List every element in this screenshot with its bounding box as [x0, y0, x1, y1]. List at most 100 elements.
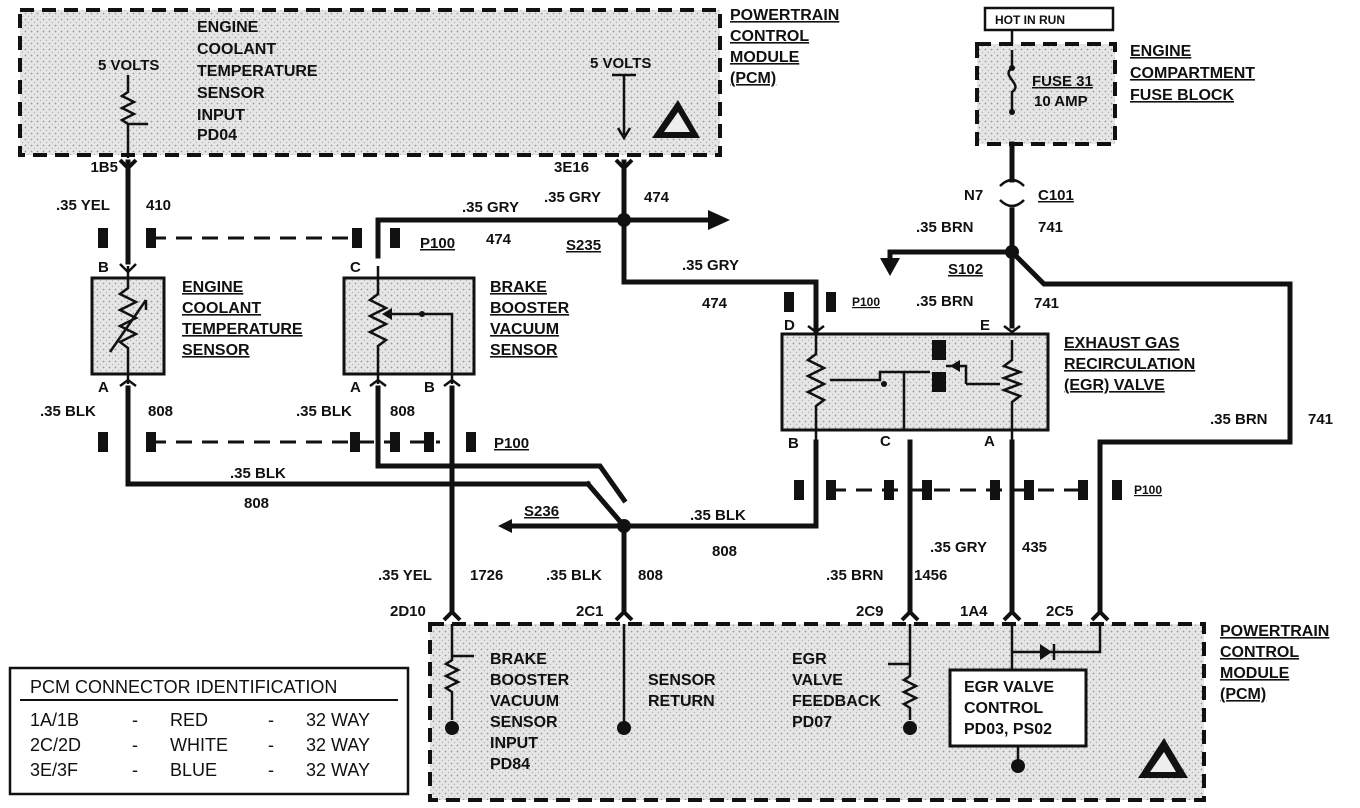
wire-1726-number: 1726: [470, 567, 503, 584]
pcm-bottom-title-2: CONTROL: [1220, 644, 1299, 661]
potentiometer-icon: [367, 266, 389, 384]
splice-s236: [617, 519, 631, 533]
connector-row-sep: -: [268, 710, 274, 730]
wire-808-number-b: 808: [390, 403, 415, 420]
egr-feedback-line-4: PD07: [792, 714, 832, 731]
pcm-top-title-4: (PCM): [730, 70, 776, 87]
ect-input-line-2: COOLANT: [197, 41, 276, 58]
pcm-pin-1b5: 1B5: [90, 159, 118, 176]
wire-808-color-d: .35 BLK: [690, 507, 746, 524]
c101-label: C101: [1038, 187, 1074, 204]
bbv-input-line-3: VACUUM: [490, 693, 559, 710]
egr-title-2: RECIRCULATION: [1064, 356, 1195, 373]
bbv-pin-b: B: [424, 379, 435, 396]
wire-474-number-c: 474: [702, 295, 728, 312]
egr-pin-e: E: [980, 317, 990, 334]
ect-pin-a: A: [98, 379, 109, 396]
ect-input-line-3: TEMPERATURE: [197, 63, 318, 80]
pcm-top-title-1: POWERTRAIN: [730, 7, 839, 24]
pcm-top-title-2: CONTROL: [730, 28, 809, 45]
ect-input-line-6: PD04: [197, 127, 237, 144]
connector-row-ways: 32 WAY: [306, 735, 370, 755]
continues-arrow-icon: [708, 210, 730, 230]
wire-1456-number: 1456: [914, 567, 947, 584]
wire-741-color-b: .35 BRN: [916, 293, 974, 310]
ect-title-1: ENGINE: [182, 279, 244, 296]
fuse-block-title-1: ENGINE: [1130, 43, 1192, 60]
connector-row-color: BLUE: [170, 760, 217, 780]
egr-pin-a: A: [984, 433, 995, 450]
wire-435-number: 435: [1022, 539, 1047, 556]
wire-474-number-a: 474: [644, 189, 670, 206]
pcm-top-title-3: MODULE: [730, 49, 800, 66]
pcm-pin-2c1: 2C1: [576, 603, 604, 620]
egr-pin-b: B: [788, 435, 799, 452]
sensor-return-line-1: SENSOR: [648, 672, 716, 689]
pcm-bottom-title-3: MODULE: [1220, 665, 1290, 682]
s102-label: S102: [948, 261, 983, 278]
wire-741-color-c: .35 BRN: [1210, 411, 1268, 428]
egr-position-sensor-icon: [805, 334, 827, 440]
connector-row-color: WHITE: [170, 735, 228, 755]
c101-connector: N7 C101: [964, 178, 1074, 208]
wire-474-number-b: 474: [486, 231, 512, 248]
connector-row-ways: 32 WAY: [306, 710, 370, 730]
egr-control-line-3: PD03, PS02: [964, 721, 1052, 738]
connector-row-sep: -: [268, 760, 274, 780]
wire-741-number-c: 741: [1308, 411, 1333, 428]
bbv-pin-a: A: [350, 379, 361, 396]
hot-in-run-label: HOT IN RUN: [995, 13, 1065, 27]
wire-741-color-a: .35 BRN: [916, 219, 974, 236]
wire-808-color-c: .35 BLK: [230, 465, 286, 482]
fuse-number: FUSE 31: [1032, 73, 1093, 90]
egr-title-3: (EGR) VALVE: [1064, 377, 1165, 394]
splice-s235: [617, 213, 631, 227]
connector-p100-lines: P100 P100 P100 P100: [98, 228, 1162, 500]
pcm-top-5v-right: 5 VOLTS: [590, 55, 651, 72]
pin-terminals: [118, 158, 1110, 622]
bbv-title-3: VACUUM: [490, 321, 559, 338]
connector-row-id: 3E/3F: [30, 760, 78, 780]
pcm-bottom-title-4: (PCM): [1220, 686, 1266, 703]
egr-valve: D E B C A: [780, 317, 1050, 452]
wire-808-number-c: 808: [244, 495, 269, 512]
connector-row-ways: 32 WAY: [306, 760, 370, 780]
pcm-pin-2c5: 2C5: [1046, 603, 1074, 620]
pcm-pin-2d10: 2D10: [390, 603, 426, 620]
down-arrow-icon: [880, 258, 900, 276]
ect-sensor: B A: [90, 259, 166, 396]
connector-row-2: 2C/2D - WHITE - 32 WAY: [30, 735, 370, 755]
connector-row-id: 1A/1B: [30, 710, 79, 730]
pcm-pullup-resistor-icon: [119, 75, 137, 140]
bbv-pin-c: C: [350, 259, 361, 276]
wire-741-number-a: 741: [1038, 219, 1063, 236]
egr-pin-c: C: [880, 433, 891, 450]
egr-feedback-line-2: VALVE: [792, 672, 843, 689]
wire-435-color: .35 GRY: [930, 539, 987, 556]
connector-row-id: 2C/2D: [30, 735, 81, 755]
egr-control-line-1: EGR VALVE: [964, 679, 1054, 696]
p100-label-d: P100: [1134, 483, 1162, 497]
p100-label-a: P100: [420, 235, 455, 252]
connector-row-1: 1A/1B - RED - 32 WAY: [30, 710, 370, 730]
bbv-title-1: BRAKE: [490, 279, 547, 296]
bbv-sensor: C A B: [342, 259, 476, 396]
fuse-block: HOT IN RUN FUSE 31 10 AMP: [975, 6, 1117, 146]
connector-row-sep: -: [132, 710, 138, 730]
fuse-block-title-3: FUSE BLOCK: [1130, 87, 1234, 104]
wire-labels: 1B5 3E16 .35 YEL 410 .35 GRY 474 .35 GRY…: [40, 159, 1333, 620]
bbv-title-2: BOOSTER: [490, 300, 570, 317]
wire-1726-color: .35 YEL: [378, 567, 432, 584]
ect-title-4: SENSOR: [182, 342, 250, 359]
ground-icon: [1011, 759, 1025, 773]
s235-label: S235: [566, 237, 601, 254]
wire-474-color-b: .35 GRY: [462, 199, 519, 216]
ect-input-line-4: SENSOR: [197, 85, 265, 102]
s236-label: S236: [524, 503, 559, 520]
wire-808-color-b: .35 BLK: [296, 403, 352, 420]
fuse-block-title-2: COMPARTMENT: [1130, 65, 1255, 82]
ect-title-3: TEMPERATURE: [182, 321, 303, 338]
wire-741-number-b: 741: [1034, 295, 1059, 312]
connector-row-sep: -: [132, 735, 138, 755]
ect-pin-b: B: [98, 259, 109, 276]
